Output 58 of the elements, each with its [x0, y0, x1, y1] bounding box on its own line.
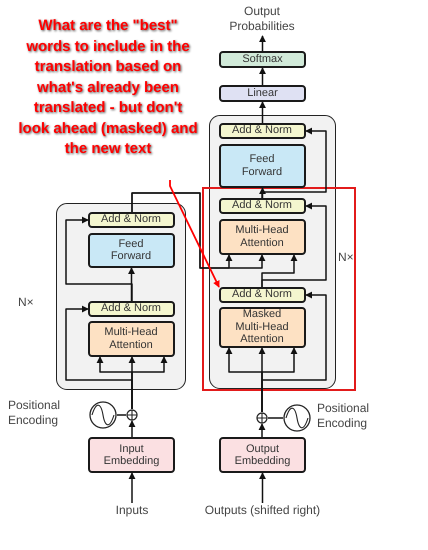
box-label: Input Embedding [102, 442, 160, 468]
attention-box [218, 218, 306, 254]
box-label: Add & Norm [231, 199, 293, 212]
linear-box [219, 85, 306, 102]
attention-box [88, 320, 174, 356]
arrow [128, 267, 135, 301]
feed-forward-box [88, 232, 174, 268]
arrow [261, 128, 327, 198]
add-norm-box [218, 286, 306, 302]
arrow [131, 192, 266, 269]
arrow [259, 101, 266, 123]
encoder-block [56, 203, 186, 390]
box-label: Add & Norm [231, 288, 293, 301]
box-label: Add & Norm [231, 124, 293, 137]
adder-circle [256, 412, 268, 424]
repeat-label: N× [338, 250, 354, 265]
arrow [261, 292, 327, 412]
sine-wave-circle [283, 404, 311, 432]
box-label: Multi-Head Attention [103, 326, 159, 351]
add-norm-box [218, 122, 306, 138]
arrow [128, 472, 136, 503]
arrow [128, 420, 136, 437]
decoder-block [209, 115, 336, 389]
repeat-label: N× [18, 295, 35, 310]
feed-forward-box [218, 144, 306, 188]
add-norm-box [88, 212, 174, 228]
input-label: Inputs [102, 503, 162, 519]
output-label: Outputs (shifted right) [200, 503, 325, 535]
box-label: Softmax [241, 53, 284, 66]
leader-arrow [169, 180, 220, 288]
box-label: Multi-Head Attention [234, 224, 290, 249]
embedding-box [219, 437, 306, 473]
adder-circle [126, 409, 138, 421]
box-label: Add & Norm [100, 302, 162, 315]
arrow [65, 306, 133, 409]
positional-encoding-label: Positional Encoding [8, 398, 62, 428]
add-norm-box [218, 198, 306, 214]
annotation-text: What are the "best" words to include in the translation based on what's already been translated - but don't look ahead (masked) and the new text [18, 16, 198, 180]
arrow [258, 423, 266, 437]
box-label: Add & Norm [100, 213, 162, 226]
arrow [65, 216, 133, 301]
arrow [259, 67, 266, 85]
softmax-box [219, 51, 306, 68]
output-label: Output Probabilities [212, 4, 312, 36]
sine-wave-circle [89, 401, 117, 429]
box-label: Linear [246, 87, 279, 100]
attention-box [218, 306, 306, 348]
box-label: Masked Multi-Head Attention [234, 308, 290, 346]
arrow [261, 202, 327, 287]
box-label: Output Embedding [234, 442, 292, 468]
box-label: Feed Forward [240, 153, 284, 178]
arrow [259, 35, 266, 51]
embedding-box [88, 437, 175, 473]
arrow [259, 187, 266, 198]
arrow [259, 472, 266, 503]
positional-encoding-label: Positional Encoding [317, 401, 370, 431]
box-label: Feed Forward [110, 238, 152, 262]
add-norm-box [88, 300, 174, 316]
